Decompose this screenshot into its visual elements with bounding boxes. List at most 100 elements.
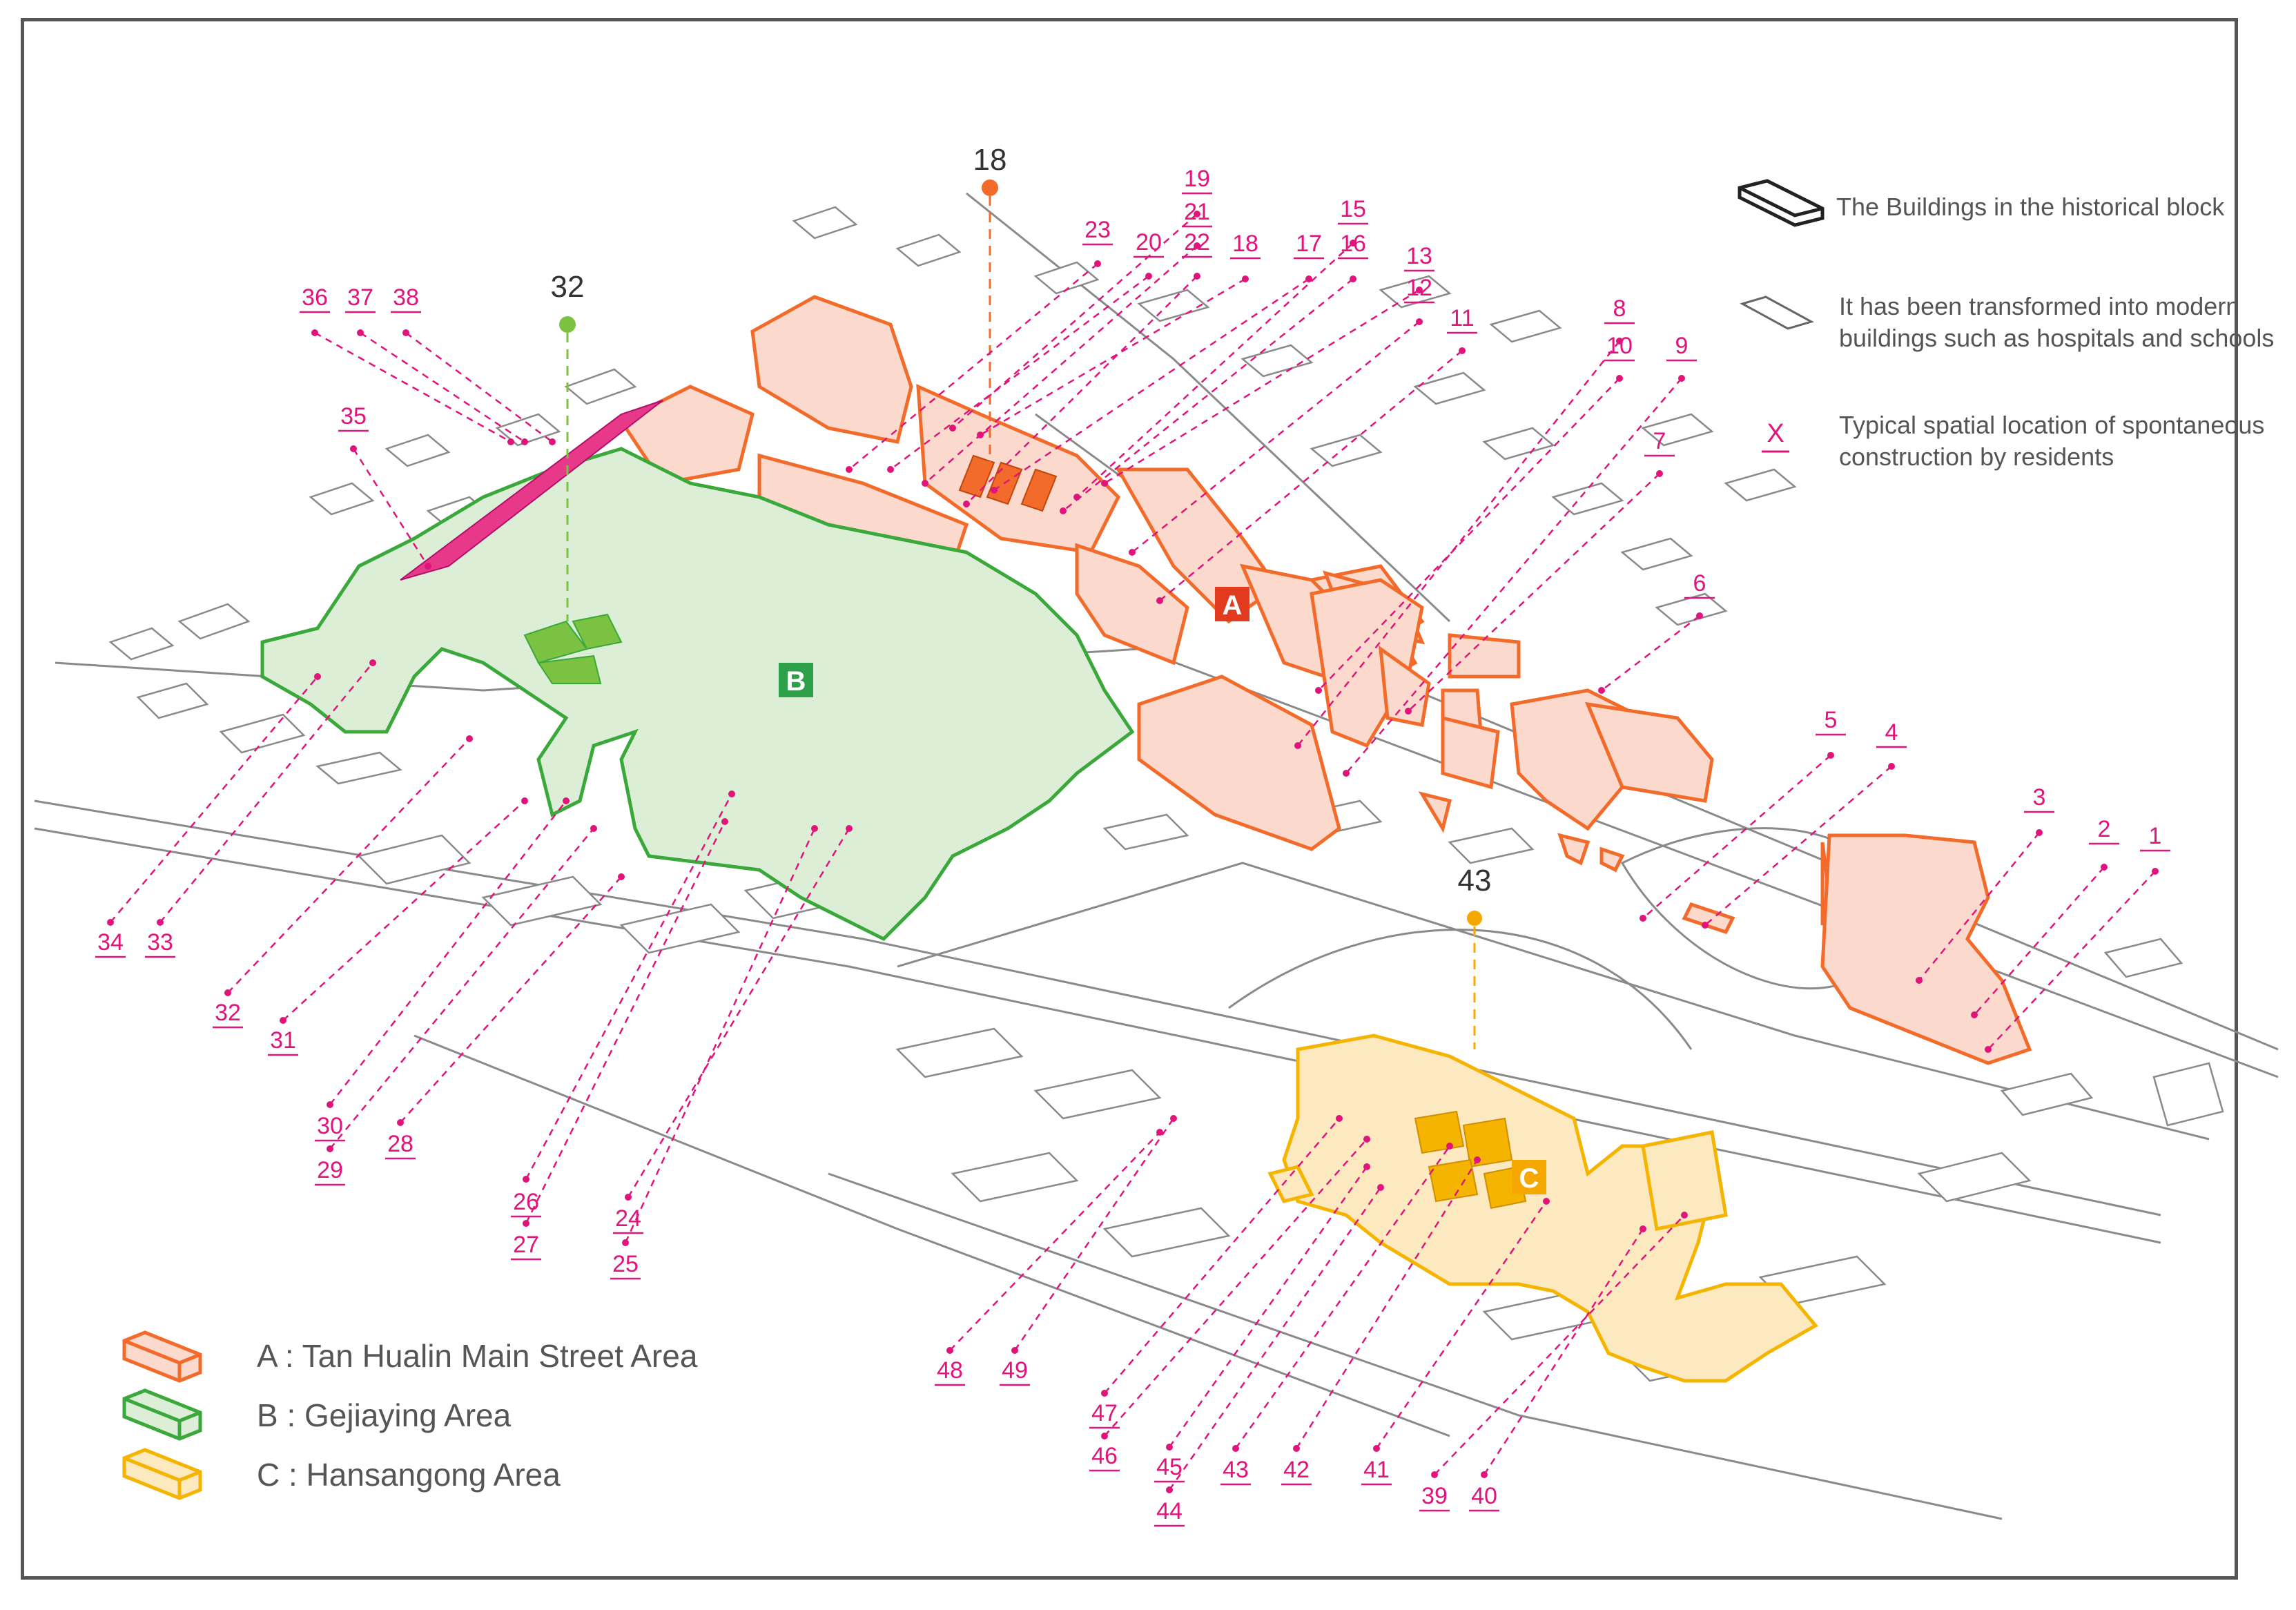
label-19: 19 <box>949 166 1212 431</box>
label-6: 6 <box>1598 570 1715 694</box>
label-12: 12 <box>1129 275 1434 556</box>
label-15: 15 <box>1073 196 1368 501</box>
label-46: 46 <box>1089 1136 1370 1472</box>
label-39: 39 <box>1419 1212 1688 1512</box>
marker-43: 43 <box>1458 864 1492 1049</box>
label-number: 34 <box>97 929 124 956</box>
badge-a-text: A <box>1223 590 1243 621</box>
area-b-legend-label: B : Gejiaying Area <box>257 1397 512 1433</box>
legend-areas: A : Tan Hualin Main Street Area B : Geji… <box>122 1330 698 1500</box>
label-23: 23 <box>846 217 1113 473</box>
legend-modern-text-2: buildings such as hospitals and schools <box>1839 324 2274 352</box>
label-25: 25 <box>610 825 818 1280</box>
label-number: 32 <box>215 1000 241 1026</box>
label-number: 42 <box>1283 1457 1310 1483</box>
marker-32: 32 <box>551 270 584 621</box>
label-number: 25 <box>612 1251 639 1277</box>
legend-historical-text: The Buildings in the historical block <box>1836 193 2225 221</box>
label-number: 9 <box>1675 333 1689 359</box>
label-number: 19 <box>1184 166 1210 192</box>
label-41: 41 <box>1361 1198 1550 1486</box>
label-22: 22 <box>963 229 1212 507</box>
area-c-legend-label: C : Hansangong Area <box>257 1457 561 1493</box>
area-a-legend-icon <box>122 1330 202 1383</box>
label-number: 22 <box>1184 229 1210 255</box>
label-47: 47 <box>1089 1115 1343 1429</box>
area-b-highlight <box>523 613 623 684</box>
label-36: 36 <box>300 284 514 445</box>
historical-building-icon <box>1738 179 1825 227</box>
label-37: 37 <box>345 284 528 445</box>
label-13: 13 <box>1101 243 1434 487</box>
label-45: 45 <box>1154 1163 1370 1483</box>
label-21: 21 <box>922 199 1212 487</box>
label-11: 11 <box>1156 305 1477 604</box>
area-a-legend-label: A : Tan Hualin Main Street Area <box>257 1338 698 1374</box>
label-43: 43 <box>1220 1143 1453 1486</box>
label-4: 4 <box>1702 719 1907 929</box>
label-number: 18 <box>1232 231 1258 257</box>
label-48: 48 <box>935 1129 1163 1386</box>
label-33: 33 <box>145 659 376 958</box>
label-18: 18 <box>977 231 1261 438</box>
label-number: 47 <box>1091 1400 1118 1426</box>
label-number: 43 <box>1223 1457 1249 1483</box>
label-27: 27 <box>511 818 728 1261</box>
label-number: 44 <box>1156 1498 1183 1524</box>
label-number: 5 <box>1825 707 1838 733</box>
label-26: 26 <box>511 791 735 1218</box>
label-number: 4 <box>1885 719 1898 746</box>
label-2: 2 <box>1971 816 2119 1018</box>
label-number: 26 <box>513 1189 539 1215</box>
label-number: 31 <box>270 1027 296 1054</box>
label-number: 15 <box>1340 196 1366 222</box>
label-number: 45 <box>1156 1454 1183 1480</box>
modern-building-icon <box>1740 295 1814 330</box>
label-number: 1 <box>2149 823 2162 849</box>
label-number: 6 <box>1693 570 1706 597</box>
label-number: 46 <box>1091 1443 1118 1469</box>
label-number: 17 <box>1296 231 1322 257</box>
label-49: 49 <box>1000 1115 1177 1386</box>
label-9: 9 <box>1343 333 1697 777</box>
label-number: 28 <box>387 1131 414 1157</box>
label-number: 41 <box>1363 1457 1390 1483</box>
label-29: 29 <box>315 825 597 1186</box>
label-number: 16 <box>1340 231 1366 257</box>
marker-18: 18 <box>973 143 1006 469</box>
label-40: 40 <box>1469 1225 1646 1512</box>
label-number: 23 <box>1084 217 1111 243</box>
label-8: 8 <box>1294 295 1635 749</box>
label-number: 7 <box>1653 428 1666 454</box>
label-20: 20 <box>887 229 1164 473</box>
label-38: 38 <box>391 284 556 445</box>
label-10: 10 <box>1315 333 1635 694</box>
background-blocks <box>108 206 2224 1382</box>
label-number: 11 <box>1450 305 1474 331</box>
label-31: 31 <box>268 797 528 1056</box>
badge-b-text: B <box>786 666 806 697</box>
label-number: 38 <box>393 284 419 311</box>
label-30: 30 <box>315 797 570 1142</box>
label-number: 49 <box>1002 1357 1028 1384</box>
label-42: 42 <box>1281 1156 1481 1486</box>
map-frame <box>21 18 2238 1580</box>
label-16: 16 <box>1060 231 1368 514</box>
label-number: 2 <box>2098 816 2111 842</box>
label-number: 3 <box>2033 784 2046 811</box>
area-badge-b: B <box>779 663 813 697</box>
label-7: 7 <box>1405 428 1675 715</box>
svg-text:43: 43 <box>1458 864 1492 898</box>
label-number: 20 <box>1136 229 1162 255</box>
area-b-legend-icon <box>122 1388 202 1441</box>
spontaneous-x-icon: X <box>1767 419 1784 448</box>
badge-c-text: C <box>1519 1163 1539 1194</box>
label-number: 40 <box>1471 1483 1497 1509</box>
label-number: 48 <box>937 1357 963 1384</box>
label-34: 34 <box>95 673 321 958</box>
label-3: 3 <box>1916 784 2054 984</box>
label-17: 17 <box>991 231 1324 494</box>
legend-spontaneous-text-2: construction by residents <box>1839 443 2114 471</box>
label-number: 35 <box>340 403 367 429</box>
